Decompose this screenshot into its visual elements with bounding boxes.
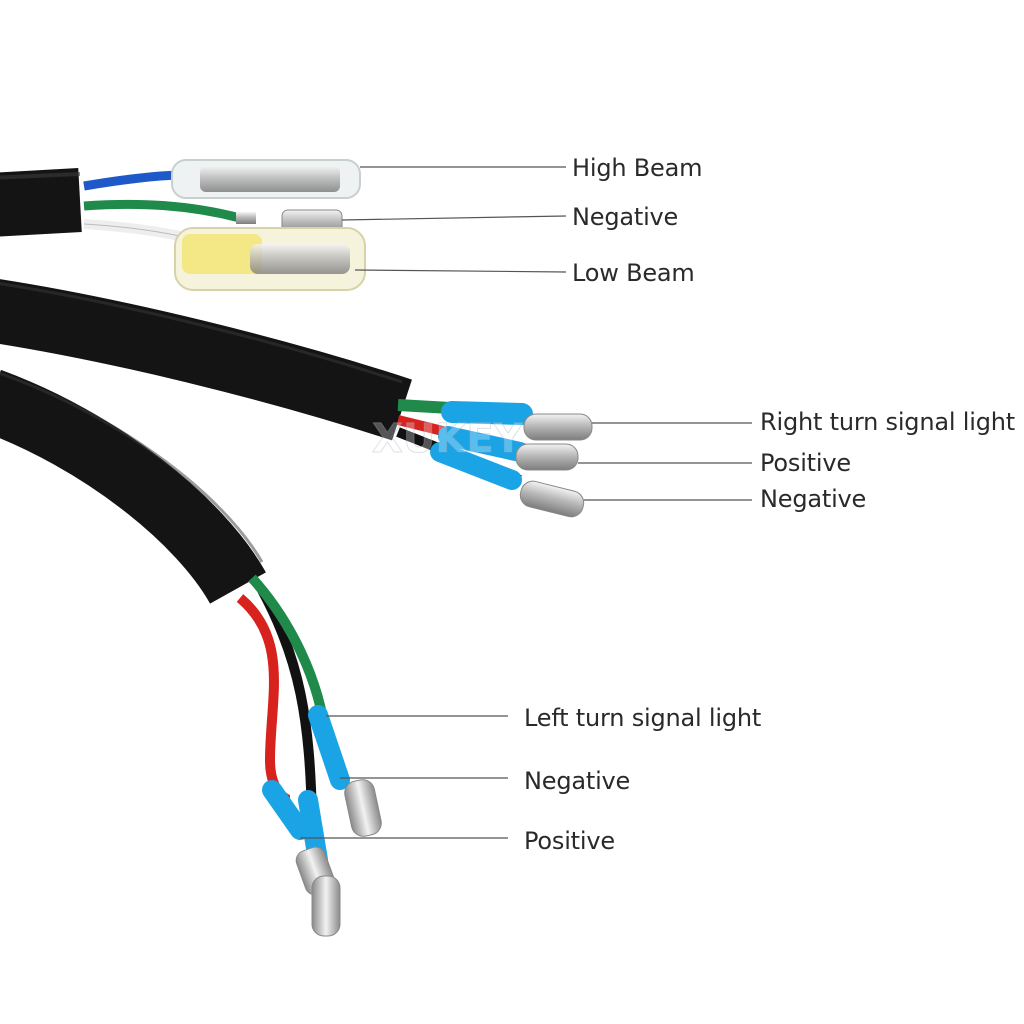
label-left-turn-signal: Left turn signal light [524,704,762,732]
label-right-turn-signal: Right turn signal light [760,408,1015,436]
high-beam-connector [171,159,361,199]
blue-heatshrink [441,401,533,425]
label-high-beam: High Beam [572,154,703,182]
label-headlight-negative: Negative [572,203,679,231]
label-left-negative: Negative [524,767,631,795]
blue-wire [83,170,179,191]
leader-lines [300,166,752,839]
left-signal-bullet-terminals [295,779,382,937]
label-right-positive: Positive [760,449,851,477]
right-signal-bullet-terminals [515,413,593,518]
label-low-beam: Low Beam [572,259,695,287]
headlight-cable [0,159,366,291]
watermark-logo: XUKEY [372,416,524,462]
label-right-negative: Negative [760,485,867,513]
left-signal-cable [0,369,382,937]
white-wire [83,219,181,241]
label-left-positive: Positive [524,827,615,855]
green-wire [83,199,242,223]
low-beam-connector [174,227,366,291]
right-signal-cable [0,279,593,518]
